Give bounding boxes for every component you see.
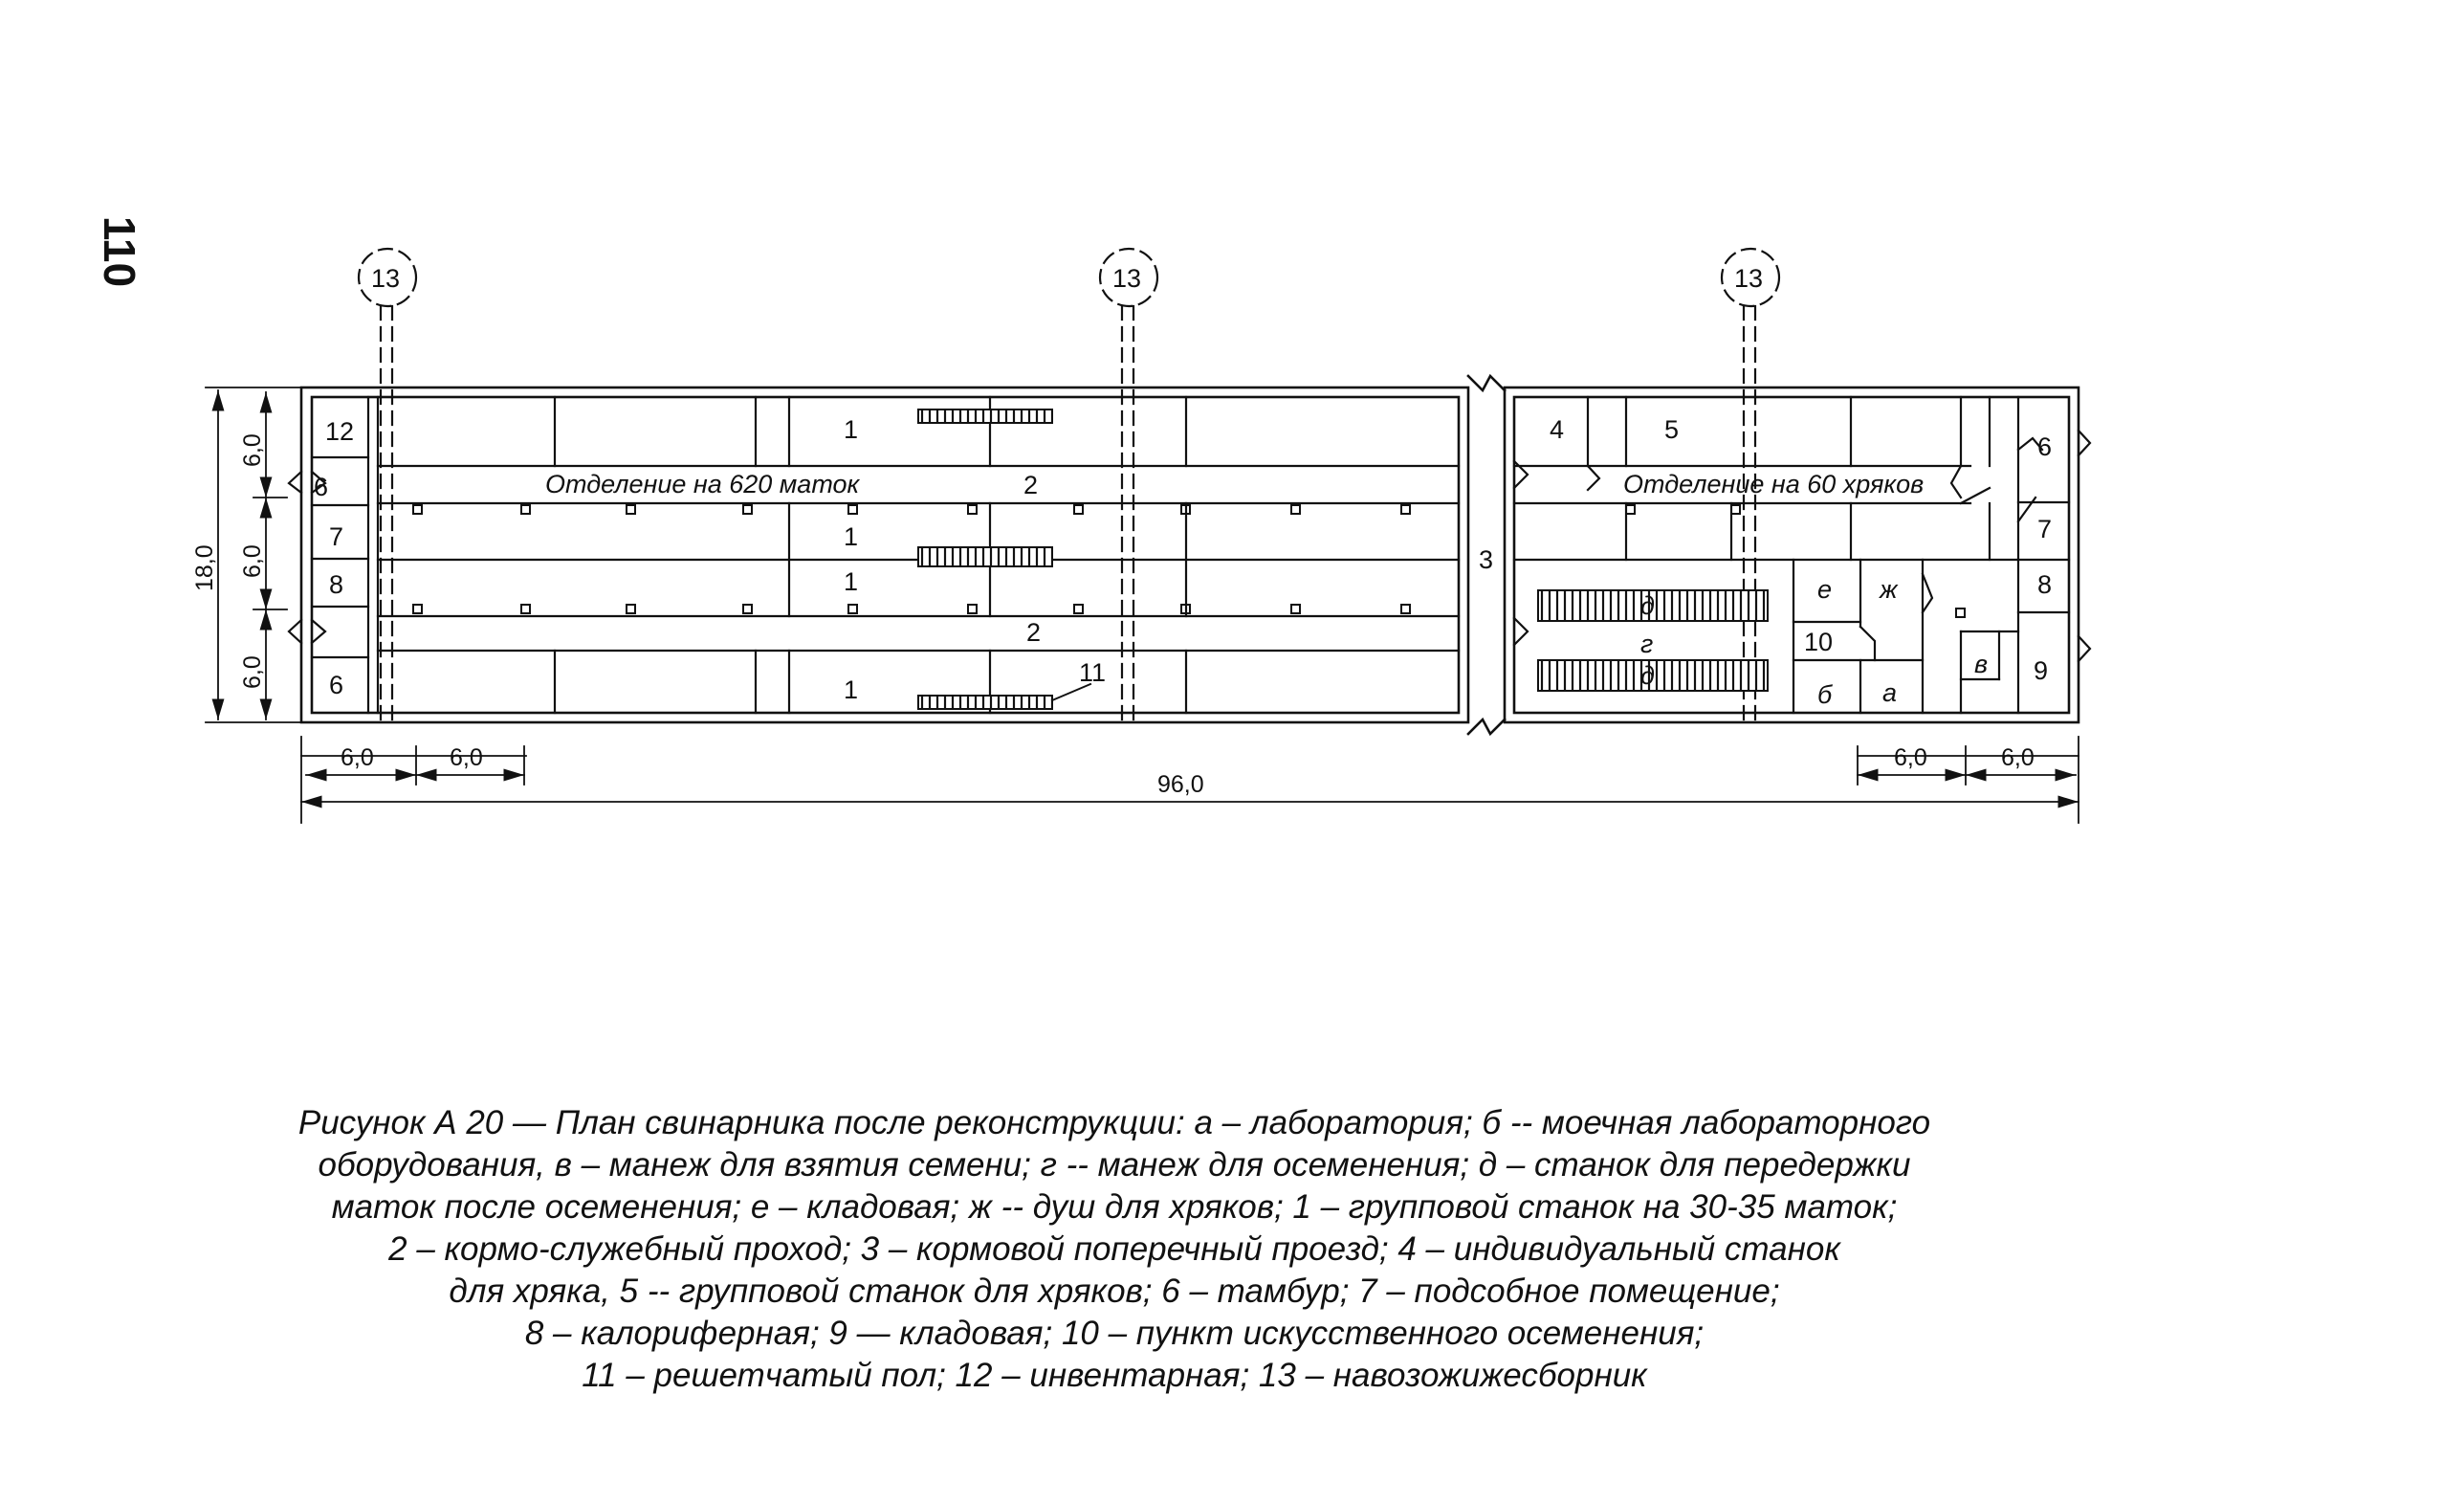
label-store-e: е [1817,575,1832,604]
label-slatted-floor: 11 [1079,658,1106,687]
dimension-labels: 6,0 6,0 6,0 6,0 96,0 18,0 6,0 6,0 6,0 [191,433,2035,798]
label-utility-room-right: 7 [2037,515,2052,543]
label-group-pen-1: 1 [844,415,858,444]
column-posts [412,504,1966,618]
label-shower: ж [1879,575,1899,604]
label-heater-room-right: 8 [2037,570,2052,599]
dim-bay-right-1: 6,0 [1894,744,1927,771]
passage-break-marks [1466,373,1507,737]
figure-caption: Рисунок А 20 — План свинарника после рек… [191,1102,2037,1397]
label-manure-collector-1: 13 [371,264,400,293]
slatted-floors [917,409,1769,710]
label-wash: б [1817,680,1833,709]
label-vestibule-left-top: 6 [314,473,328,501]
label-heater-room-left: 8 [329,570,343,599]
dim-bay-vertical-1: 6,0 [239,433,266,467]
dim-bay-right-2: 6,0 [2001,744,2035,771]
boar-section-partitions [1512,395,2071,715]
label-group-pen-4: 1 [844,675,858,704]
label-feed-passage-bottom: 2 [1026,618,1041,647]
caption-line-3: маток после осеменения; е – кладовая; ж … [331,1188,1898,1226]
dimension-lines [205,387,2079,824]
label-utility-room-left: 7 [329,522,343,551]
caption-line-2: оборудования, в – манеж для взятия семен… [318,1146,1911,1184]
label-holding-pen-bottom: д [1640,661,1655,690]
label-boar-pen-individual: 4 [1550,415,1564,444]
label-vestibule-left-bottom: 6 [329,671,343,699]
label-inventory-room: 12 [325,417,354,446]
section-label-sows: Отделение на 620 маток [545,470,861,498]
manure-collectors [357,247,1781,724]
sow-section-partitions [310,395,1461,715]
label-cross-passage: 3 [1479,545,1493,574]
dim-total-length: 96,0 [1157,771,1204,798]
caption-line-4: 2 – кормо-служебный проход; 3 – кормовой… [388,1230,1840,1268]
dim-total-width: 18,0 [191,544,218,591]
outer-wall [299,386,2080,724]
dim-bay-left-1: 6,0 [341,744,374,771]
label-group-pen-3: 1 [844,567,858,596]
dim-bay-vertical-3: 6,0 [239,655,266,689]
caption-line-6: 8 – калориферная; 9 — кладовая; 10 – пун… [524,1315,1705,1352]
label-semen-arena: в [1974,650,1988,678]
label-lab: а [1882,678,1897,707]
room-labels: 12 6 7 8 6 1 1 1 1 2 2 11 3 4 5 6 7 8 9 … [314,264,2052,709]
label-feed-passage-top: 2 [1023,471,1038,499]
caption-line-7: 11 – решетчатый пол; 12 – инвентарная; 1… [582,1357,1647,1394]
section-label-boars: Отделение на 60 хряков [1623,470,1924,498]
dim-bay-vertical-2: 6,0 [239,544,266,578]
caption-line-1: Рисунок А 20 — План свинарника после рек… [297,1104,1931,1141]
label-manure-collector-3: 13 [1734,264,1763,293]
label-manure-collector-2: 13 [1112,264,1141,293]
caption-line-5: для хряка, 5 -- групповой станок для хря… [449,1273,1780,1310]
label-group-pen-2: 1 [844,522,858,551]
label-vestibule-right-top: 6 [2037,432,2052,461]
label-insemination-point: 10 [1804,628,1833,656]
door-marks [287,429,2092,663]
label-storeroom: 9 [2034,656,2048,685]
label-boar-pen-group: 5 [1664,415,1679,444]
dim-bay-left-2: 6,0 [450,744,483,771]
label-insemination-arena: г [1640,630,1653,658]
label-holding-pen-top: д [1640,591,1655,620]
